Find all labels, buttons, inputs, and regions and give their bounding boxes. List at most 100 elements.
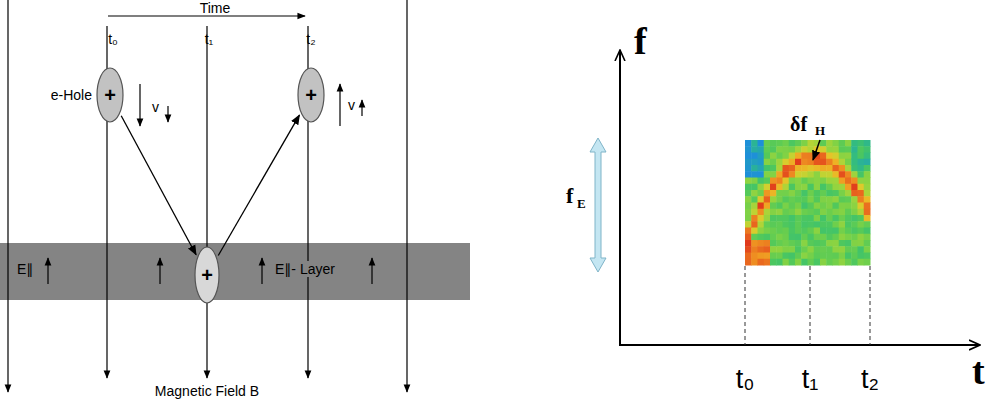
heat-cell (851, 221, 858, 228)
heat-cell (801, 240, 808, 247)
heat-cell (751, 209, 758, 216)
heat-cell (839, 240, 846, 247)
heat-cell (758, 253, 765, 260)
heat-cell (864, 221, 871, 228)
heat-cell (851, 196, 858, 203)
heat-cell (845, 140, 852, 147)
heat-cell (808, 228, 815, 235)
heat-cell (833, 253, 840, 260)
heat-cell (845, 221, 852, 228)
heat-cell (795, 190, 802, 197)
heat-cell (839, 215, 846, 222)
heat-cell (801, 153, 808, 160)
heat-cell (758, 215, 765, 222)
heat-cell (801, 146, 808, 153)
e-parallel-layer: E∥E∥- Layer+ (0, 243, 470, 300)
heat-cell (808, 140, 815, 147)
heat-cell (758, 171, 765, 178)
heat-cell (795, 215, 802, 222)
heat-cell (783, 178, 790, 185)
velocity-up-arrow (339, 84, 340, 126)
heat-cell (851, 171, 858, 178)
heat-cell (789, 165, 796, 172)
heat-cell (795, 178, 802, 185)
heat-cell (751, 140, 758, 147)
heat-cell (795, 153, 802, 160)
heat-cell (764, 221, 771, 228)
heat-cell (758, 146, 765, 153)
heat-cell (770, 253, 777, 260)
heat-cell (808, 203, 815, 210)
heat-cell (851, 184, 858, 191)
heat-cell (858, 165, 865, 172)
heat-cell (826, 246, 833, 253)
heat-cell (808, 240, 815, 247)
velocity-arrows (140, 84, 362, 126)
heat-cell (833, 178, 840, 185)
heat-cell (851, 140, 858, 147)
heat-cell (764, 178, 771, 185)
heat-cell (770, 240, 777, 247)
heat-cell (758, 165, 765, 172)
heat-cell (801, 259, 808, 266)
heat-cell (820, 171, 827, 178)
heat-cell (826, 221, 833, 228)
heat-cell (764, 240, 771, 247)
heat-cell (751, 146, 758, 153)
hole-ellipse (298, 68, 324, 122)
heat-cell (758, 184, 765, 191)
heat-cell (751, 196, 758, 203)
heat-cell (845, 178, 852, 185)
heat-cell (820, 184, 827, 191)
heat-cell (833, 215, 840, 222)
heat-cell (789, 215, 796, 222)
heat-cell (764, 196, 771, 203)
heat-cell (751, 234, 758, 241)
heat-cell (758, 153, 765, 160)
heat-cell (776, 171, 783, 178)
heat-cell (751, 221, 758, 228)
heat-cell (751, 228, 758, 235)
heat-cell (864, 190, 871, 197)
heat-cell (758, 190, 765, 197)
heat-cell (758, 140, 765, 147)
heat-cell (826, 146, 833, 153)
heat-cell (839, 221, 846, 228)
heat-cell (845, 228, 852, 235)
heat-cell (808, 184, 815, 191)
heat-cell (764, 203, 771, 210)
heat-cell (764, 190, 771, 197)
heat-cell (858, 140, 865, 147)
heat-cell (808, 259, 815, 266)
heat-cell (795, 234, 802, 241)
heat-cell (820, 234, 827, 241)
heat-cell (858, 146, 865, 153)
heat-cell (845, 215, 852, 222)
e-field-arrow (261, 258, 262, 284)
heat-cell (864, 203, 871, 210)
heat-cell (845, 153, 852, 160)
heat-cell (864, 246, 871, 253)
heat-cell (770, 159, 777, 166)
heat-cell (851, 203, 858, 210)
heat-cell (814, 253, 821, 260)
heat-cell (864, 184, 871, 191)
e-hole: + (96, 67, 124, 123)
heat-cell (839, 165, 846, 172)
heat-cell (808, 234, 815, 241)
heat-cell (839, 196, 846, 203)
heat-cell (770, 221, 777, 228)
heat-cell (770, 153, 777, 160)
heat-cell (776, 253, 783, 260)
heat-cell (745, 253, 752, 260)
hole-ellipse (97, 68, 123, 122)
heat-cell (751, 215, 758, 222)
heat-cell (845, 171, 852, 178)
heat-cell (783, 203, 790, 210)
heat-cell (745, 259, 752, 266)
heat-cell (858, 209, 865, 216)
heat-cell (864, 165, 871, 172)
heat-cell (789, 171, 796, 178)
heat-cell (783, 190, 790, 197)
heat-cell (783, 140, 790, 147)
